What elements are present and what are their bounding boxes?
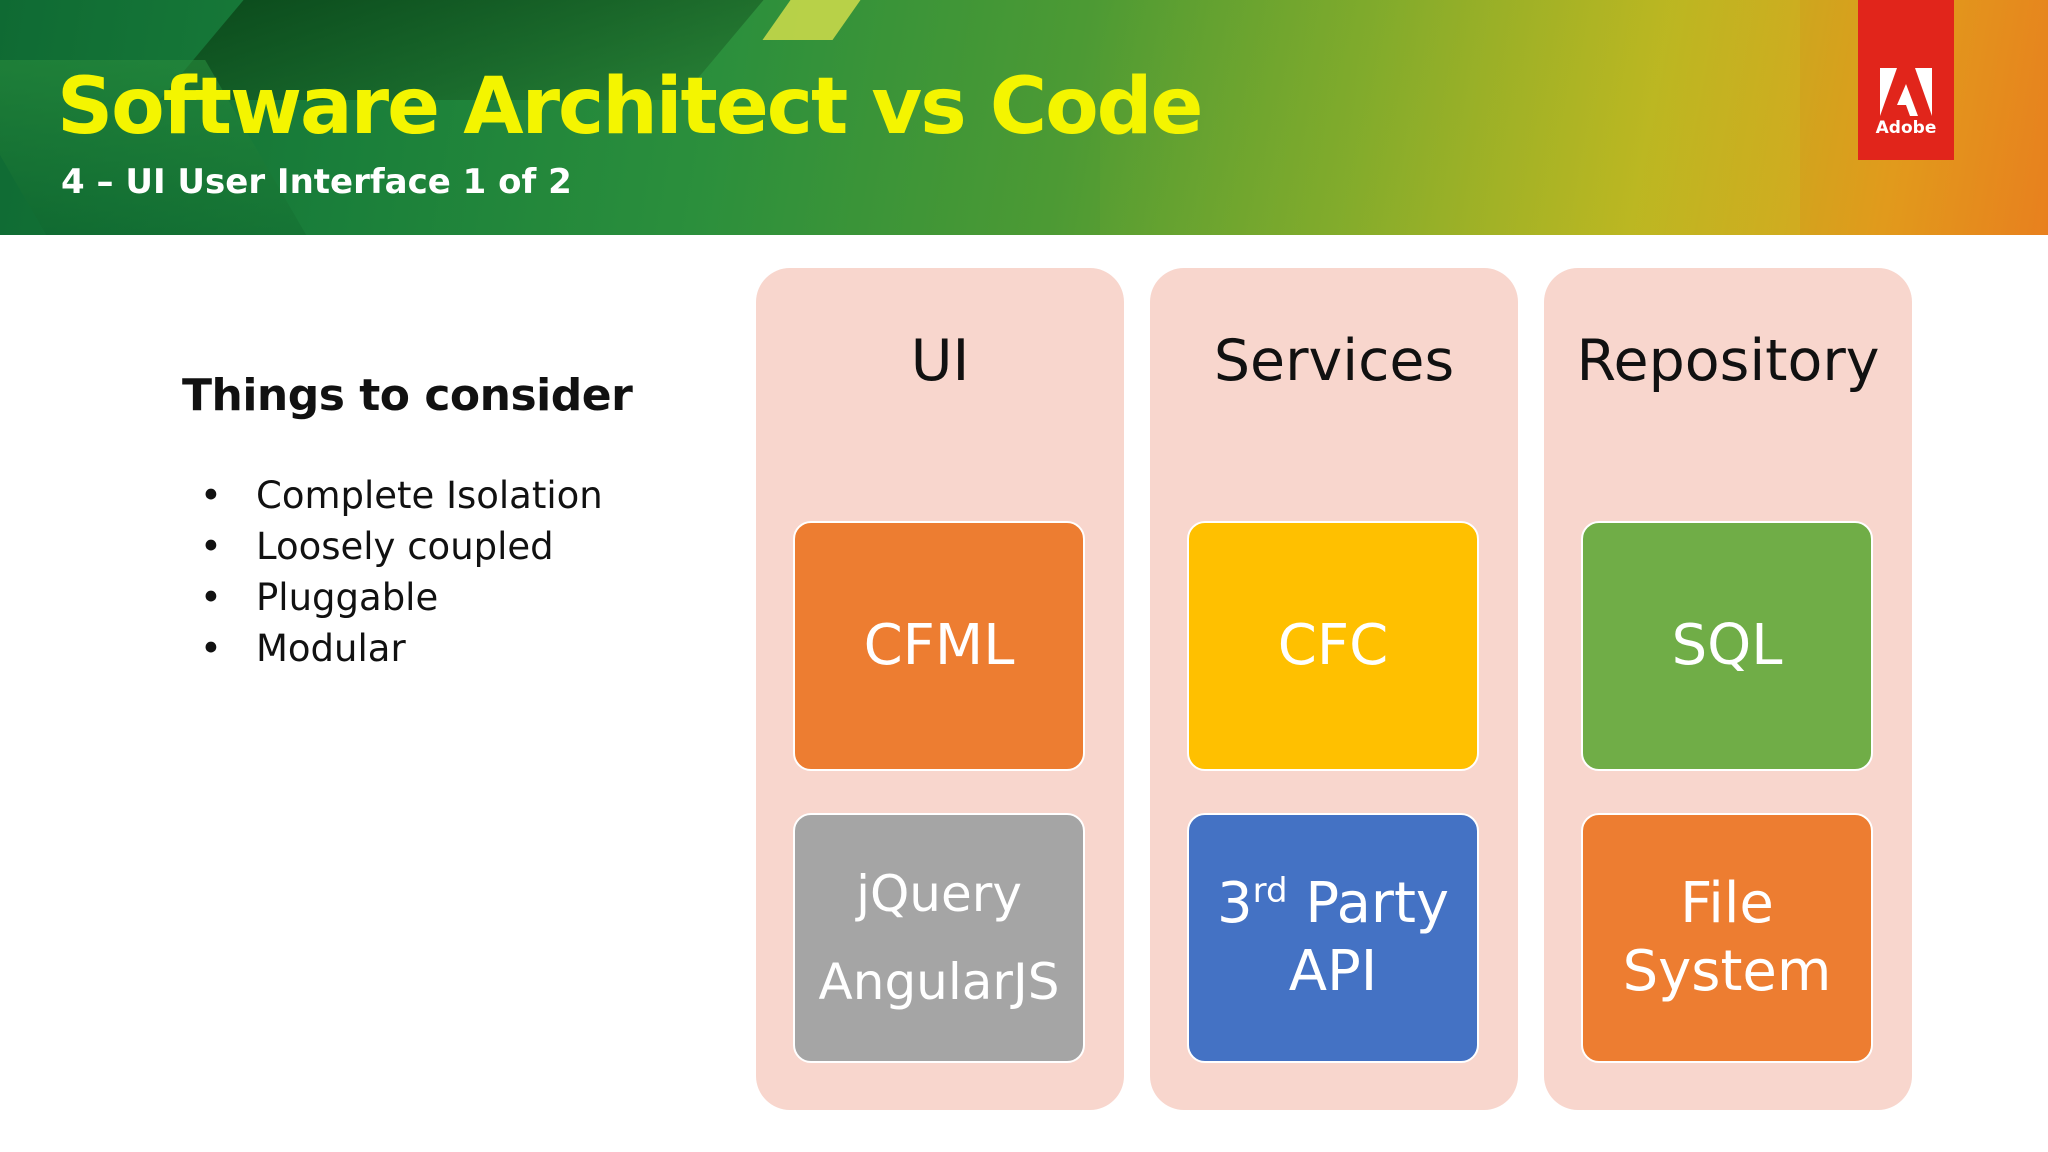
- card-label: 3rd Party: [1217, 870, 1449, 938]
- bullet-text: Modular: [256, 627, 406, 670]
- card-label-rest: Party: [1287, 871, 1450, 936]
- card-file-system: File System: [1581, 813, 1873, 1063]
- banner-decoration: [1100, 0, 1800, 235]
- card-sql: SQL: [1581, 521, 1873, 771]
- card-label: SQL: [1671, 613, 1783, 678]
- column-heading: Repository: [1576, 328, 1880, 394]
- card-cfc: CFC: [1187, 521, 1479, 771]
- adobe-a-icon: [1880, 68, 1932, 116]
- card-jquery-angularjs: jQuery AngularJS: [793, 813, 1085, 1063]
- slide-subtitle: 4 – UI User Interface 1 of 2: [61, 162, 572, 202]
- ordinal-suffix: rd: [1252, 871, 1288, 911]
- adobe-logo: Adobe: [1858, 0, 1954, 160]
- things-to-consider-heading: Things to consider: [182, 370, 633, 421]
- bullet-icon: •: [200, 627, 222, 670]
- bullet-text: Pluggable: [256, 576, 439, 619]
- card-3rd-party-api: 3rd Party API: [1187, 813, 1479, 1063]
- column-heading: Services: [1213, 328, 1455, 394]
- card-label: CFC: [1277, 613, 1389, 678]
- bullet-text: Loosely coupled: [256, 525, 554, 568]
- card-label: System: [1622, 939, 1832, 1004]
- banner-decoration: [762, 0, 868, 40]
- column-heading: UI: [910, 328, 970, 394]
- slide-title: Software Architect vs Code: [57, 62, 1203, 152]
- bullet-icon: •: [200, 474, 222, 517]
- column-services: Services CFC 3rd Party API: [1150, 268, 1518, 1110]
- bullet-icon: •: [200, 576, 222, 619]
- header-banner: Software Architect vs Code 4 – UI User I…: [0, 0, 2048, 235]
- ordinal-number: 3: [1216, 871, 1253, 936]
- card-label: CFML: [863, 613, 1015, 678]
- bullet-text: Complete Isolation: [256, 474, 603, 517]
- card-cfml: CFML: [793, 521, 1085, 771]
- card-label: jQuery: [856, 865, 1022, 923]
- bullet-icon: •: [200, 525, 222, 568]
- card-label: AngularJS: [818, 953, 1060, 1011]
- card-label: File: [1680, 871, 1774, 936]
- adobe-wordmark: Adobe: [1875, 118, 1937, 138]
- card-label: API: [1288, 939, 1378, 1004]
- column-repository: Repository SQL File System: [1544, 268, 1912, 1110]
- column-ui: UI CFML jQuery AngularJS: [756, 268, 1124, 1110]
